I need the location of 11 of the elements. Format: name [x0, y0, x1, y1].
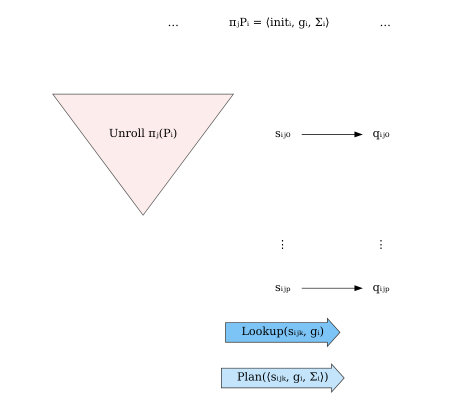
arrow [300, 285, 362, 292]
node-text: qᵢⱼₚ [372, 280, 389, 294]
node-text: sᵢⱼ₀ [274, 127, 290, 140]
label: ⋮ [375, 238, 386, 252]
node-text: sᵢⱼₚ [274, 280, 290, 294]
label: πⱼPᵢ = ⟨initᵢ, gᵢ, Σᵢ⟩ [228, 16, 329, 30]
label: … [167, 16, 178, 30]
label: … [379, 16, 390, 30]
label: ⋮ [276, 238, 288, 252]
arrow [300, 132, 362, 138]
node-text: qᵢⱼ₀ [372, 127, 389, 140]
